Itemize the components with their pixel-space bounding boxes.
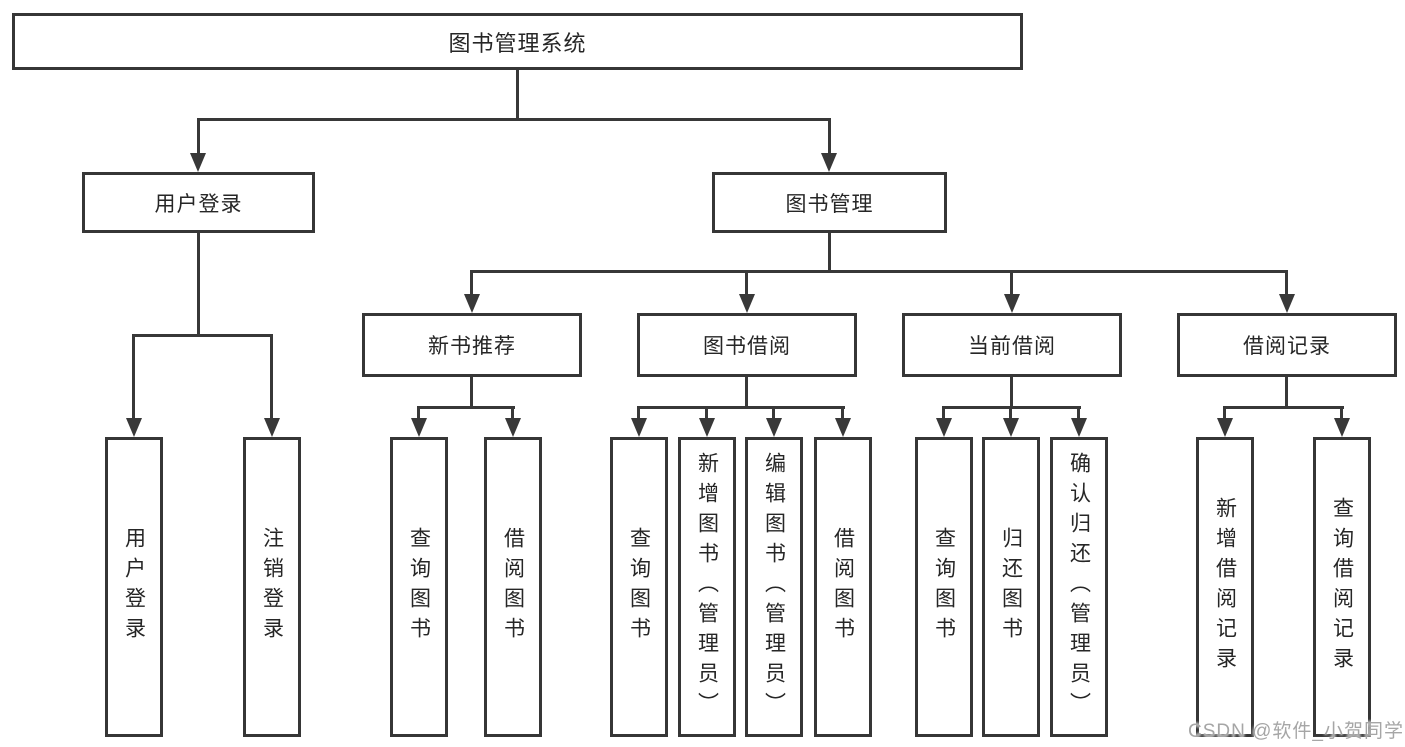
leaf-label: 注销登录 [260, 527, 284, 647]
edge-drop [1340, 406, 1343, 420]
arrowhead-user-login [190, 153, 206, 172]
edge-records-stem [1285, 377, 1288, 408]
leaf-label: 用户登录 [122, 527, 146, 647]
leaf-label: 编辑图书（管理员） [762, 452, 786, 722]
leaf-label: 新增借阅记录 [1213, 497, 1237, 677]
node-current-borrow: 当前借阅 [902, 313, 1122, 377]
edge-drop [417, 406, 420, 420]
edge-root-stem [516, 70, 519, 120]
arrowhead-leaf [1334, 418, 1350, 437]
edge-drop [705, 406, 708, 420]
leaf-current-query-books: 查询图书 [915, 437, 973, 737]
arrowhead-current-borrow [1004, 294, 1020, 313]
leaf-label: 新增图书（管理员） [695, 452, 719, 722]
leaf-records-add-record: 新增借阅记录 [1196, 437, 1254, 737]
arrowhead-leaf [631, 418, 647, 437]
edge-userlogin-stem [197, 233, 200, 335]
edge-drop-leaf-logout [270, 336, 273, 418]
arrowhead-leaf [505, 418, 521, 437]
edge-newbook-stem [470, 377, 473, 408]
csdn-watermark: CSDN @软件_小贺同学 [1188, 721, 1404, 742]
arrowhead-leaf [1217, 418, 1233, 437]
edge-drop [772, 406, 775, 420]
edge-drop-borrow-records [1285, 272, 1288, 294]
arrowhead-leaf [936, 418, 952, 437]
leaf-records-query-record: 查询借阅记录 [1313, 437, 1371, 737]
edge-newbook-rail [417, 406, 515, 409]
edge-drop [1223, 406, 1226, 420]
node-library-system: 图书管理系统 [12, 13, 1023, 70]
edge-drop [511, 406, 514, 420]
arrowhead-leaf [411, 418, 427, 437]
arrowhead-book-management [821, 153, 837, 172]
edge-drop [841, 406, 844, 420]
leaf-newbook-query-books: 查询图书 [390, 437, 448, 737]
node-book-borrow: 图书借阅 [637, 313, 857, 377]
edge-bookmgmt-stem [828, 233, 831, 272]
leaf-label: 查询图书 [407, 527, 431, 647]
arrowhead-leaf-login [126, 418, 142, 437]
leaf-user-login: 用户登录 [105, 437, 163, 737]
arrowhead-leaf [1003, 418, 1019, 437]
edge-bookborrow-rail [637, 406, 845, 409]
leaf-label: 查询图书 [627, 527, 651, 647]
edge-bookmgmt-rail [470, 270, 1288, 273]
leaf-current-confirm-return-admin: 确认归还（管理员） [1050, 437, 1108, 737]
edge-drop-user-login [197, 120, 200, 154]
arrowhead-borrow-records [1279, 294, 1295, 313]
edge-drop [1077, 406, 1080, 420]
node-new-book-recommend: 新书推荐 [362, 313, 582, 377]
leaf-borrow-edit-books-admin: 编辑图书（管理员） [745, 437, 803, 737]
leaf-label: 借阅图书 [831, 527, 855, 647]
node-label: 借阅记录 [1243, 335, 1331, 358]
leaf-borrow-borrow-books: 借阅图书 [814, 437, 872, 737]
edge-drop [942, 406, 945, 420]
arrowhead-leaf [1071, 418, 1087, 437]
node-label: 用户登录 [154, 192, 243, 216]
arrowhead-leaf-logout [264, 418, 280, 437]
leaf-label: 查询借阅记录 [1330, 497, 1354, 677]
edge-records-rail [1223, 406, 1344, 409]
edge-currentborrow-stem [1010, 377, 1013, 408]
leaf-current-return-books: 归还图书 [982, 437, 1040, 737]
edge-drop-new-book [470, 272, 473, 294]
edge-drop [1009, 406, 1012, 420]
node-label: 新书推荐 [428, 335, 516, 358]
arrowhead-leaf [699, 418, 715, 437]
leaf-label: 借阅图书 [501, 527, 525, 647]
node-label: 图书管理 [785, 192, 874, 216]
edge-bookborrow-stem [745, 377, 748, 408]
leaf-label: 确认归还（管理员） [1067, 452, 1091, 722]
edge-drop-current-borrow [1010, 272, 1013, 294]
arrowhead-leaf [835, 418, 851, 437]
edge-drop-book-borrow [745, 272, 748, 294]
node-borrow-records: 借阅记录 [1177, 313, 1397, 377]
leaf-borrow-query-books: 查询图书 [610, 437, 668, 737]
leaf-label: 归还图书 [999, 527, 1023, 647]
arrowhead-new-book [464, 294, 480, 313]
node-label: 图书管理系统 [448, 30, 587, 56]
leaf-label: 查询图书 [932, 527, 956, 647]
leaf-newbook-borrow-books: 借阅图书 [484, 437, 542, 737]
leaf-logout: 注销登录 [243, 437, 301, 737]
edge-root-rail [197, 118, 831, 121]
edge-userlogin-rail [132, 334, 273, 337]
node-user-login: 用户登录 [82, 172, 315, 233]
arrowhead-book-borrow [739, 294, 755, 313]
node-book-management: 图书管理 [712, 172, 947, 233]
node-label: 图书借阅 [703, 335, 791, 358]
edge-drop [637, 406, 640, 420]
arrowhead-leaf [766, 418, 782, 437]
edge-drop-leaf-login [132, 336, 135, 418]
edge-drop-book-management [828, 120, 831, 154]
leaf-borrow-add-books-admin: 新增图书（管理员） [678, 437, 736, 737]
node-label: 当前借阅 [968, 335, 1056, 358]
